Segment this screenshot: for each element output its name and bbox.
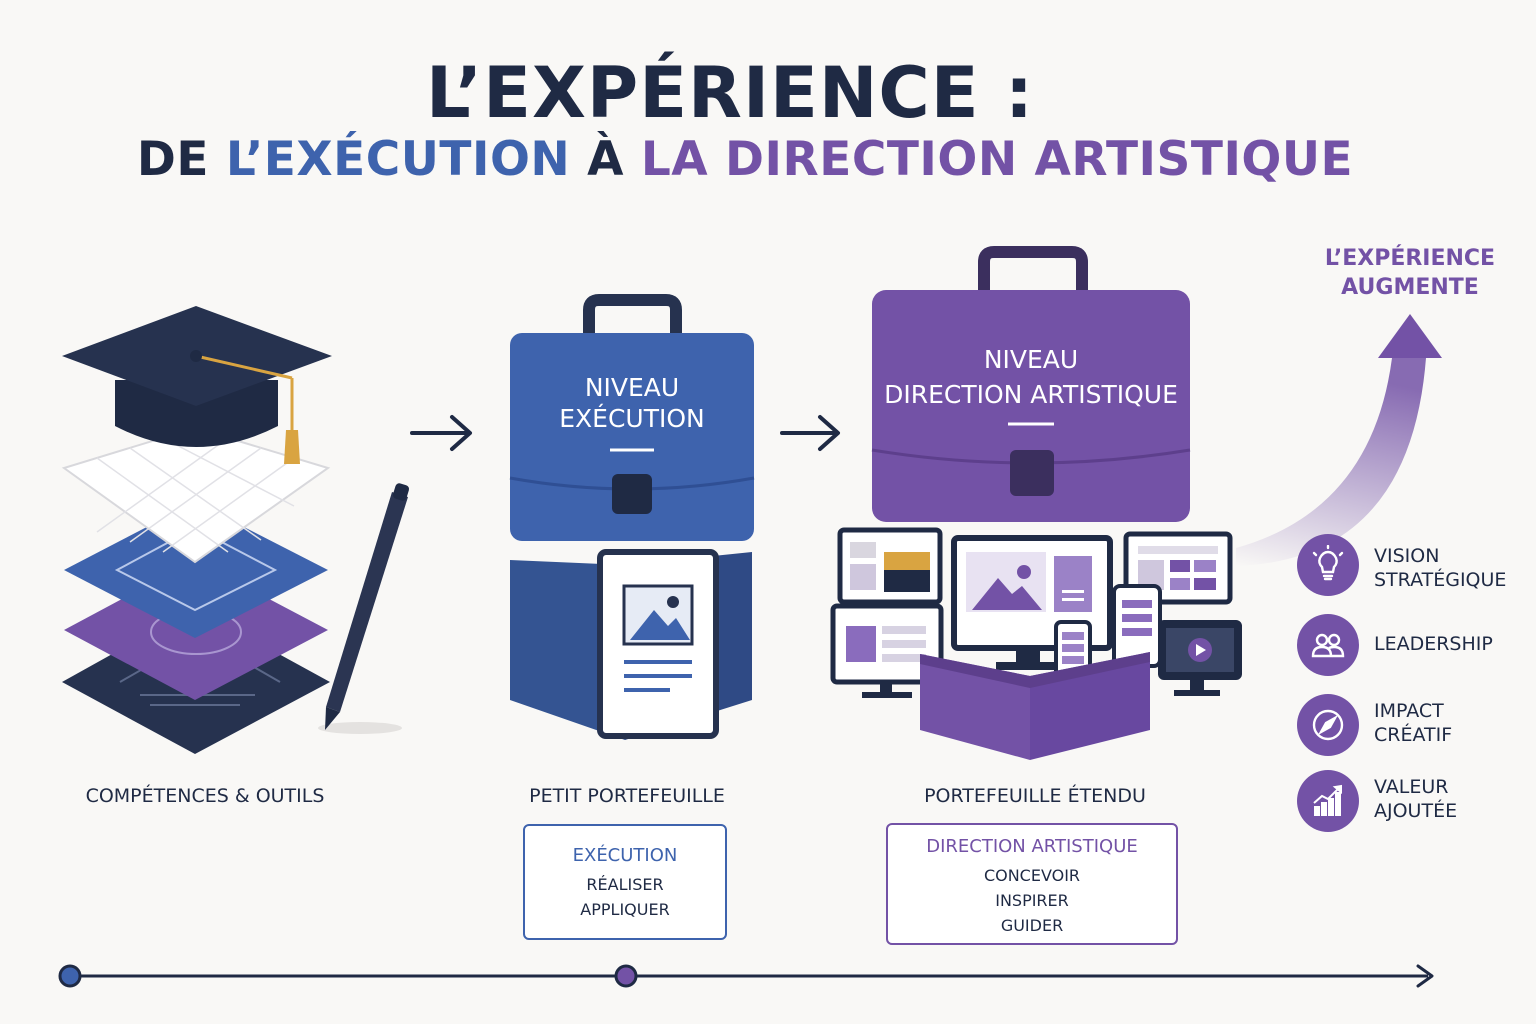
growth-label-line-1: L’EXPÉRIENCE	[1324, 246, 1496, 271]
portfolio-folder-icon	[510, 549, 752, 740]
skills-stack-icon	[61, 306, 332, 754]
execution-box: EXÉCUTION RÉALISER APPLIQUER	[523, 824, 727, 940]
title-part-execution: L’EXÉCUTION	[225, 132, 571, 187]
quality-impact-line-1: IMPACT	[1374, 700, 1444, 722]
briefcase-execution-label: NIVEAU EXÉCUTION	[512, 372, 752, 434]
briefcase-direction-icon	[871, 246, 1191, 522]
execution-box-heading: EXÉCUTION	[572, 845, 678, 866]
quality-value-line-1: VALEUR	[1374, 776, 1449, 798]
stage-label-extended-portfolio: PORTEFEUILLE ÉTENDU	[924, 785, 1146, 807]
devices-icon	[830, 527, 1242, 760]
briefcase-direction-label: NIVEAU DIRECTION ARTISTIQUE	[872, 342, 1190, 412]
briefcase-execution-line-1: NIVEAU	[584, 373, 680, 402]
direction-box-line: INSPIRER	[995, 891, 1069, 910]
title-line-1: L’EXPÉRIENCE :	[426, 52, 1034, 134]
quality-value: VALEUR AJOUTÉE	[1374, 775, 1534, 823]
compass-icon	[1297, 694, 1359, 756]
title-part-de: DE	[136, 132, 226, 187]
stage-label-skills: COMPÉTENCES & OUTILS	[85, 785, 325, 807]
arrow-right-icon	[780, 415, 840, 451]
growth-chart-icon	[1297, 770, 1359, 832]
title-part-direction: LA DIRECTION ARTISTIQUE	[640, 132, 1354, 187]
title-line-2: DE L’EXÉCUTION À LA DIRECTION ARTISTIQUE	[0, 132, 1490, 187]
briefcase-direction-line-2: DIRECTION ARTISTIQUE	[884, 380, 1178, 409]
direction-box: DIRECTION ARTISTIQUE CONCEVOIR INSPIRER …	[886, 823, 1178, 945]
timeline	[58, 964, 1434, 988]
quality-leadership-line-1: LEADERSHIP	[1374, 633, 1493, 655]
quality-leadership: LEADERSHIP	[1374, 632, 1534, 656]
briefcase-execution-line-2: EXÉCUTION	[559, 404, 705, 433]
quality-value-line-2: AJOUTÉE	[1374, 800, 1458, 822]
quality-impact: IMPACT CRÉATIF	[1374, 699, 1534, 747]
people-icon	[1297, 614, 1359, 676]
arrow-right-icon	[410, 415, 472, 451]
quality-vision-line-1: VISION	[1374, 545, 1440, 567]
lightbulb-icon	[1297, 534, 1359, 596]
growth-label: L’EXPÉRIENCE AUGMENTE	[1300, 244, 1520, 302]
direction-box-line: GUIDER	[1000, 916, 1064, 935]
briefcase-direction-line-1: NIVEAU	[983, 345, 1079, 374]
growth-label-line-2: AUGMENTE	[1341, 275, 1479, 300]
quality-vision-line-2: STRATÉGIQUE	[1374, 569, 1507, 591]
quality-vision: VISION STRATÉGIQUE	[1374, 544, 1534, 592]
quality-impact-line-2: CRÉATIF	[1374, 724, 1453, 746]
stage-label-small-portfolio: PETIT PORTEFEUILLE	[529, 785, 725, 807]
stylus-icon	[318, 483, 410, 734]
briefcase-execution-icon	[509, 294, 755, 541]
execution-box-line: APPLIQUER	[580, 900, 670, 919]
direction-box-line: CONCEVOIR	[983, 866, 1081, 885]
execution-box-line: RÉALISER	[586, 875, 664, 894]
direction-box-heading: DIRECTION ARTISTIQUE	[926, 836, 1138, 857]
title-part-a: À	[570, 132, 641, 187]
growth-arrow-icon	[1236, 314, 1442, 566]
